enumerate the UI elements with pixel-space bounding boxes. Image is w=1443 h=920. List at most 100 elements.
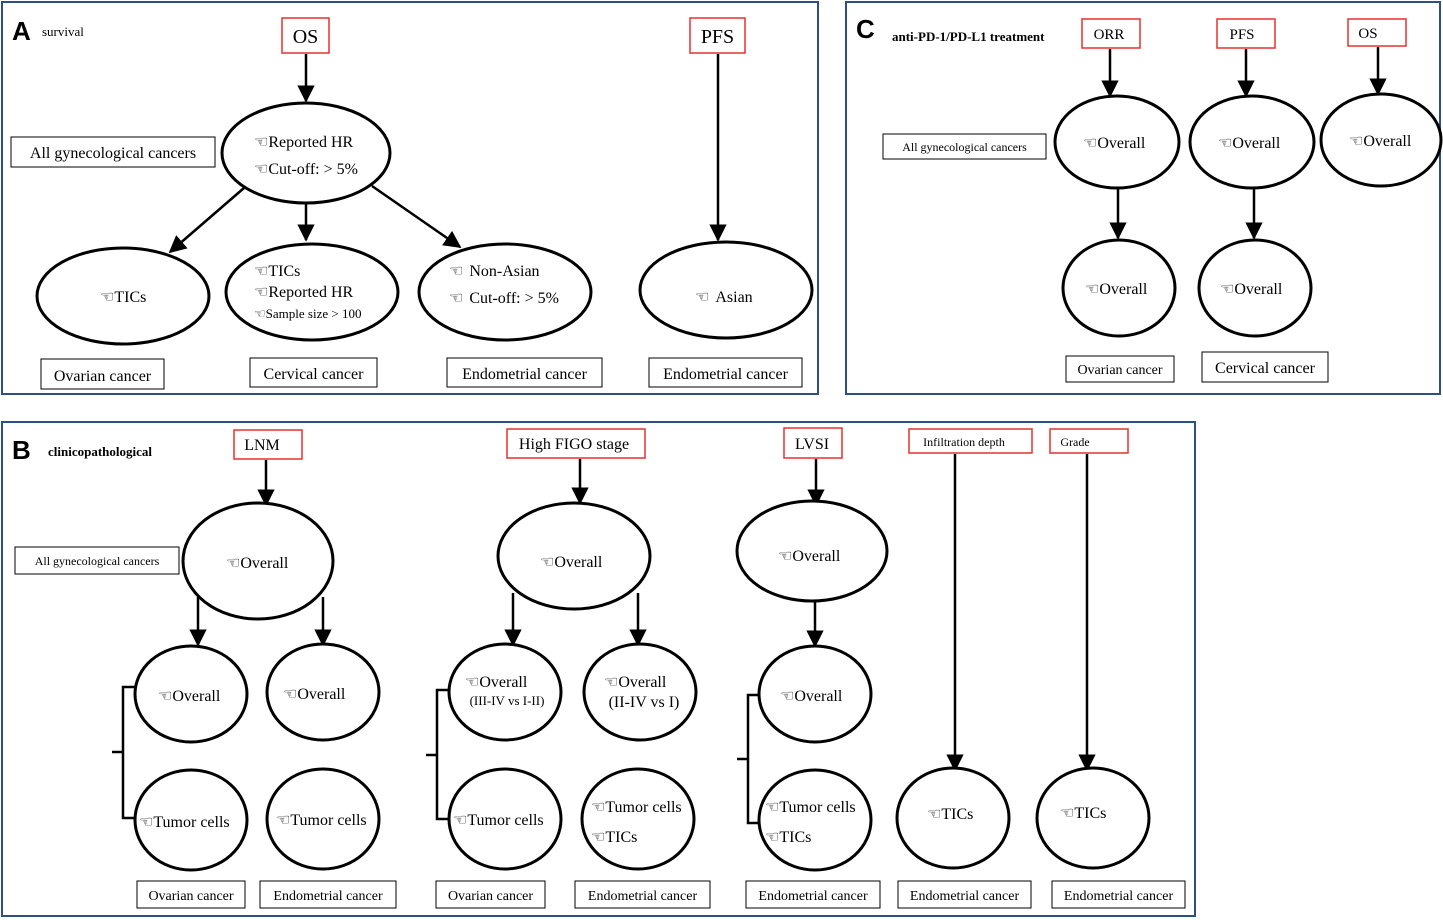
c-label-cervical-box — [1201, 351, 1329, 383]
a-label-endometrial2: Endometrial cancer — [663, 366, 788, 383]
b-lvsi-bracket — [746, 693, 760, 825]
panel-b-title: clinicopathological — [48, 444, 152, 459]
bullet-icon: ☜ — [465, 674, 479, 691]
a-arrow-ovarian — [168, 187, 245, 254]
b-lnm-en-tumor-node — [265, 767, 381, 871]
b-all-gyn-box — [14, 546, 180, 575]
a-label-endometrial2-box — [648, 357, 803, 388]
pfs-box — [689, 17, 746, 54]
b-label-en3: Endometrial cancer — [758, 889, 868, 904]
bullet-icon: ☜ — [591, 799, 605, 816]
b-figo-node — [496, 501, 652, 611]
b-label-en1-box — [259, 880, 397, 909]
b-infil-node — [895, 766, 1011, 870]
b-label-ov1: Ovarian cancer — [148, 889, 233, 904]
b-figo-en-overall-line-2: (II-IV vs I) — [609, 694, 680, 711]
bullet-icon: ☜ — [927, 806, 941, 823]
b-figo-bracket — [435, 688, 449, 821]
b-lvsi-en-tumor-node — [757, 768, 873, 872]
b-lnm-en-overall-text: ☜Overall — [283, 686, 346, 703]
bullet-icon: ☜ — [1218, 135, 1232, 152]
b-lnm-box — [233, 429, 303, 460]
a-all-gyn-box — [10, 136, 216, 168]
b-lvsi-box — [783, 427, 843, 459]
panel-c-letter: C — [856, 14, 875, 44]
bullet-icon: ☜ — [100, 289, 114, 306]
a-os-node-line-2: ☜Cut-off: > 5% — [254, 161, 358, 178]
bullet-icon: ☜ — [1349, 133, 1363, 150]
b-lnm-ov-overall-node — [133, 644, 249, 744]
b-lnm-en-overall-node — [265, 642, 381, 742]
bullet-icon: ☜ — [604, 674, 618, 691]
b-lnm-label: LNM — [244, 437, 280, 454]
b-lnm-node — [181, 501, 335, 621]
b-infil-label: Infiltration depth — [923, 435, 1005, 449]
a-label-ovarian-box — [40, 358, 165, 390]
b-label-en4: Endometrial cancer — [910, 889, 1020, 904]
b-figo-en-overall-node — [582, 642, 698, 742]
c-os-node-text: ☜Overall — [1349, 133, 1412, 150]
c-ovarian-node-text: ☜Overall — [1085, 281, 1148, 298]
b-figo-ov-overall-line-2: (III-IV vs I-II) — [470, 693, 545, 708]
panel-a-letter: A — [12, 16, 31, 46]
a-pfs-node — [638, 240, 814, 340]
panel-c-title: anti-PD-1/PD-L1 treatment — [892, 29, 1045, 44]
bullet-icon: ☜ — [695, 289, 709, 306]
b-figo-en-overall-line-1: ☜Overall — [604, 674, 667, 691]
bullet-icon: ☜ — [540, 554, 554, 571]
c-pfs-box — [1216, 18, 1276, 49]
bullet-icon: ☜ — [453, 812, 467, 829]
panel-a-title: survival — [42, 24, 84, 39]
bullet-icon: ☜ — [226, 555, 240, 572]
c-all-gyn-label: All gynecological cancers — [902, 140, 1027, 154]
bullet-icon: ☜ — [254, 284, 268, 301]
c-pfs-node — [1188, 94, 1316, 190]
b-all-gyn-label: All gynecological cancers — [35, 554, 160, 568]
c-label-ovarian-box — [1065, 355, 1175, 383]
a-all-gyn-label: All gynecological cancers — [30, 145, 196, 162]
b-grade-label: Grade — [1060, 435, 1089, 449]
bullet-icon: ☜ — [1220, 281, 1234, 298]
b-label-en4-box — [897, 880, 1032, 909]
a-cervical-node-line-1: ☜TICs — [254, 263, 300, 280]
b-label-en5-box — [1051, 880, 1186, 909]
panel-c-frame — [845, 1, 1441, 395]
a-arrow-endometrial — [371, 184, 462, 249]
b-figo-en-tumor-line-2: ☜TICs — [591, 829, 637, 846]
bullet-icon: ☜ — [254, 306, 266, 321]
bullet-icon: ☜ — [254, 161, 268, 178]
panel-a-frame — [1, 1, 819, 395]
b-figo-ov-overall-node — [447, 642, 563, 742]
a-ovarian-node — [35, 246, 211, 346]
a-label-cervical: Cervical cancer — [264, 366, 365, 383]
b-figo-en-tumor-line-1: ☜Tumor cells — [591, 799, 682, 816]
b-lvsi-label: LVSI — [795, 436, 829, 453]
c-orr-box — [1081, 18, 1141, 49]
bullet-icon: ☜ — [765, 799, 779, 816]
bullet-icon: ☜ — [449, 263, 463, 280]
c-orr-node — [1053, 94, 1181, 190]
a-ovarian-node-text: ☜TICs — [100, 289, 146, 306]
b-label-ov2-box — [435, 880, 546, 909]
b-lvsi-en-tumor-line-1: ☜Tumor cells — [765, 799, 856, 816]
panel-b-letter: B — [12, 435, 31, 465]
b-lnm-en-tumor-text: ☜Tumor cells — [276, 812, 367, 829]
b-figo-en-tumor-node — [580, 767, 696, 871]
bullet-icon: ☜ — [449, 290, 463, 307]
b-grade-node — [1035, 766, 1151, 870]
b-figo-ov-tumor-text: ☜Tumor cells — [453, 812, 544, 829]
pfs-label: PFS — [701, 26, 734, 48]
bullet-icon: ☜ — [1085, 281, 1099, 298]
b-figo-label: High FIGO stage — [519, 436, 629, 453]
a-label-endometrial-box — [446, 357, 603, 388]
c-cervical-node-text: ☜Overall — [1220, 281, 1283, 298]
bullet-icon: ☜ — [254, 134, 268, 151]
b-lvsi-en-tumor-line-2: ☜TICs — [765, 829, 811, 846]
panel-b-frame — [1, 421, 1196, 917]
c-os-box — [1347, 18, 1407, 47]
b-grade-node-text: ☜TICs — [1060, 805, 1106, 822]
b-infil-node-text: ☜TICs — [927, 806, 973, 823]
b-label-en2: Endometrial cancer — [588, 889, 698, 904]
a-label-ovarian: Ovarian cancer — [54, 368, 152, 385]
b-lnm-bracket — [121, 685, 135, 820]
